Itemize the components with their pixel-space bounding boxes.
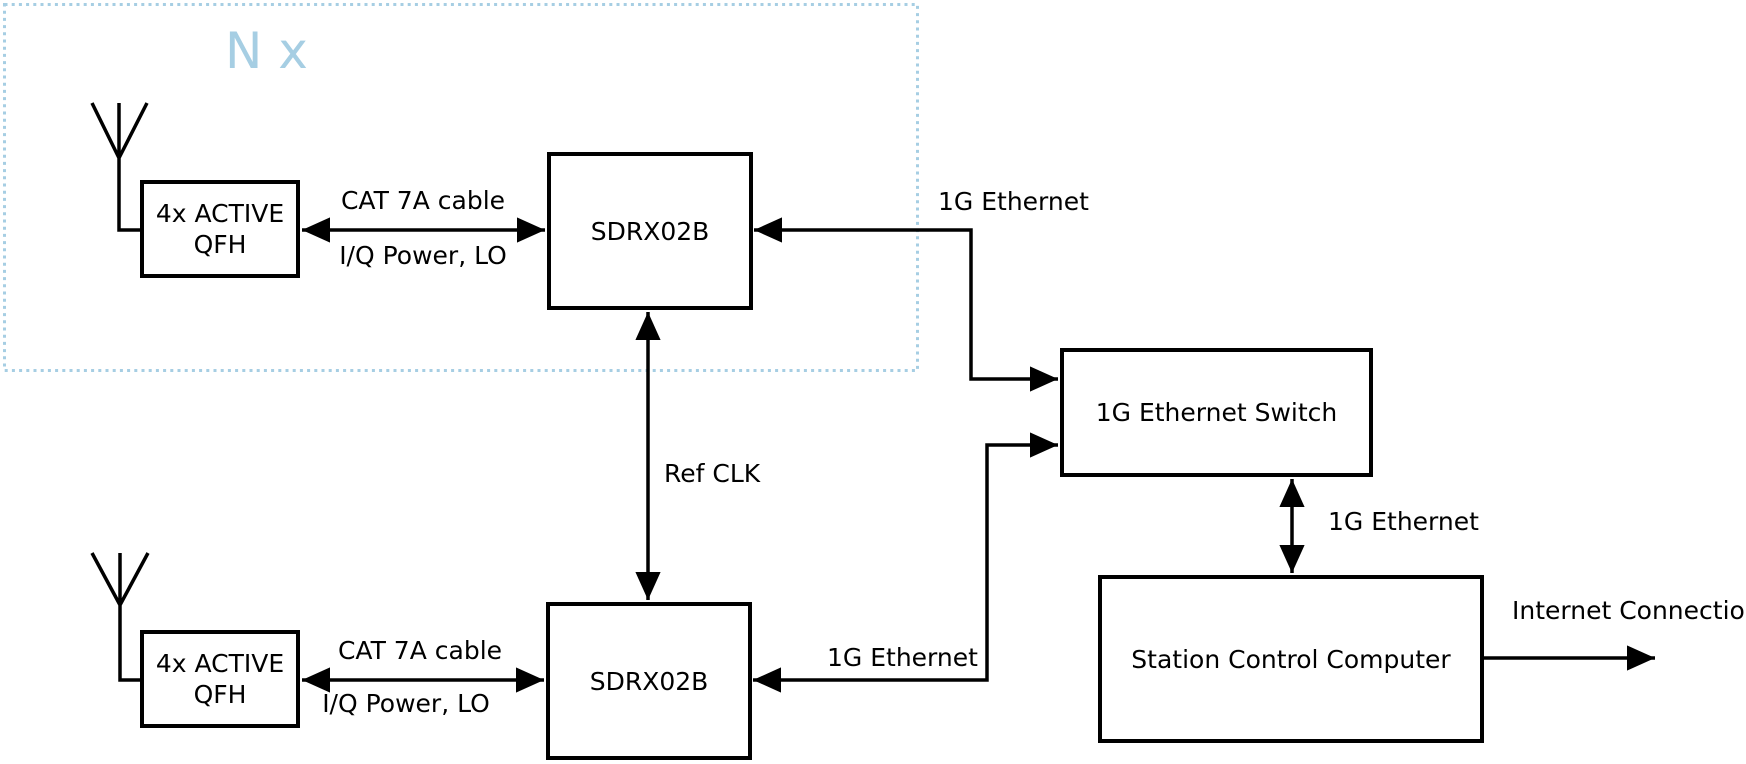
- node-sdrx-top: SDRX02B: [547, 152, 753, 310]
- edge-label-iq-power-top: I/Q Power, LO: [339, 241, 507, 270]
- sdrx-top-label: SDRX02B: [590, 216, 710, 246]
- edge-label-cat7a-bottom: CAT 7A cable: [337, 636, 503, 665]
- node-ethernet-switch: 1G Ethernet Switch: [1060, 348, 1373, 477]
- qfh-bottom-label-line2: QFH: [193, 680, 247, 709]
- edge-label-ethernet-switch-computer: 1G Ethernet: [1328, 507, 1479, 536]
- qfh-bottom-label-line1: 4x ACTIVE: [155, 649, 285, 678]
- qfh-top-label-line2: QFH: [193, 230, 247, 259]
- node-qfh-bottom: 4x ACTIVE QFH: [140, 630, 300, 728]
- edge-label-cat7a-top: CAT 7A cable: [340, 186, 506, 215]
- node-sdrx-bottom: SDRX02B: [546, 602, 752, 760]
- edge-label-ethernet-bottom: 1G Ethernet: [827, 643, 978, 672]
- qfh-top-label-line1: 4x ACTIVE: [155, 199, 285, 228]
- edge-label-iq-power-bottom: I/Q Power, LO: [322, 689, 490, 718]
- antenna-icon-top: [90, 102, 149, 232]
- station-computer-label: Station Control Computer: [1131, 644, 1451, 674]
- group-multiplier-label: N x: [225, 22, 308, 80]
- edge-label-ethernet-top: 1G Ethernet: [938, 187, 1089, 216]
- edge-label-internet-connection: Internet Connection: [1512, 596, 1746, 625]
- node-station-computer: Station Control Computer: [1098, 575, 1484, 743]
- ethernet-switch-label: 1G Ethernet Switch: [1095, 398, 1338, 427]
- edge-label-ref-clk: Ref CLK: [664, 459, 761, 488]
- ethernet-arrow-top: [754, 217, 1058, 392]
- sdrx-bottom-label: SDRX02B: [589, 666, 709, 696]
